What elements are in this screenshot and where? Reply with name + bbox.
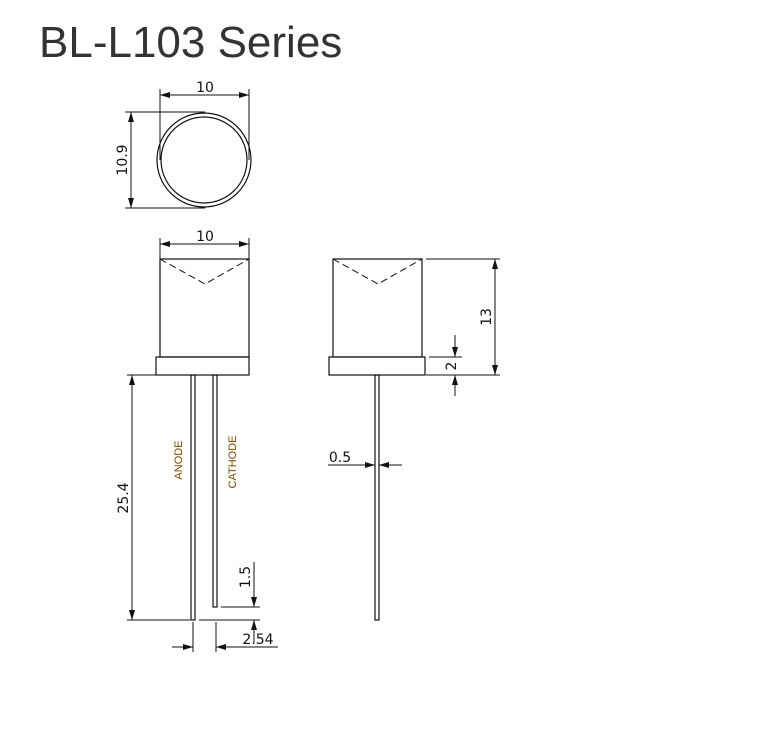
dim-body-height: 13 <box>479 308 495 326</box>
lead-side <box>374 374 380 621</box>
led-flange-side <box>328 356 426 376</box>
lens-dome-hidden-line <box>332 258 423 285</box>
dim-lead-offset: 1.5 <box>238 566 254 588</box>
dim-flange-height: 2 <box>444 362 460 371</box>
side-view: 0.5 13 2 <box>328 258 500 621</box>
cathode-lead <box>212 374 218 608</box>
lens-inner-circle <box>160 116 248 204</box>
top-view: 10 10.9 <box>115 80 252 209</box>
led-body-side <box>332 258 423 358</box>
dim-lead-length: 25.4 <box>116 482 132 513</box>
anode-label: ANODE <box>173 440 185 479</box>
dim-top-width: 10 <box>196 80 214 96</box>
dim-lead-spacing: 2.54 <box>242 632 273 648</box>
page-title: BL-L103 Series <box>39 18 343 67</box>
led-flange <box>155 356 250 376</box>
cathode-label: CATHODE <box>227 436 239 489</box>
led-body <box>159 258 250 358</box>
lens-dome-hidden-line <box>159 258 250 285</box>
dim-front-width: 10 <box>196 229 214 245</box>
dim-top-height: 10.9 <box>115 144 131 175</box>
dim-lead-diameter: 0.5 <box>329 450 351 466</box>
anode-lead <box>190 374 196 621</box>
front-view: 10 ANODE CATHODE 25.4 1.5 2.54 <box>116 229 278 652</box>
lens-outer-circle <box>156 112 252 208</box>
